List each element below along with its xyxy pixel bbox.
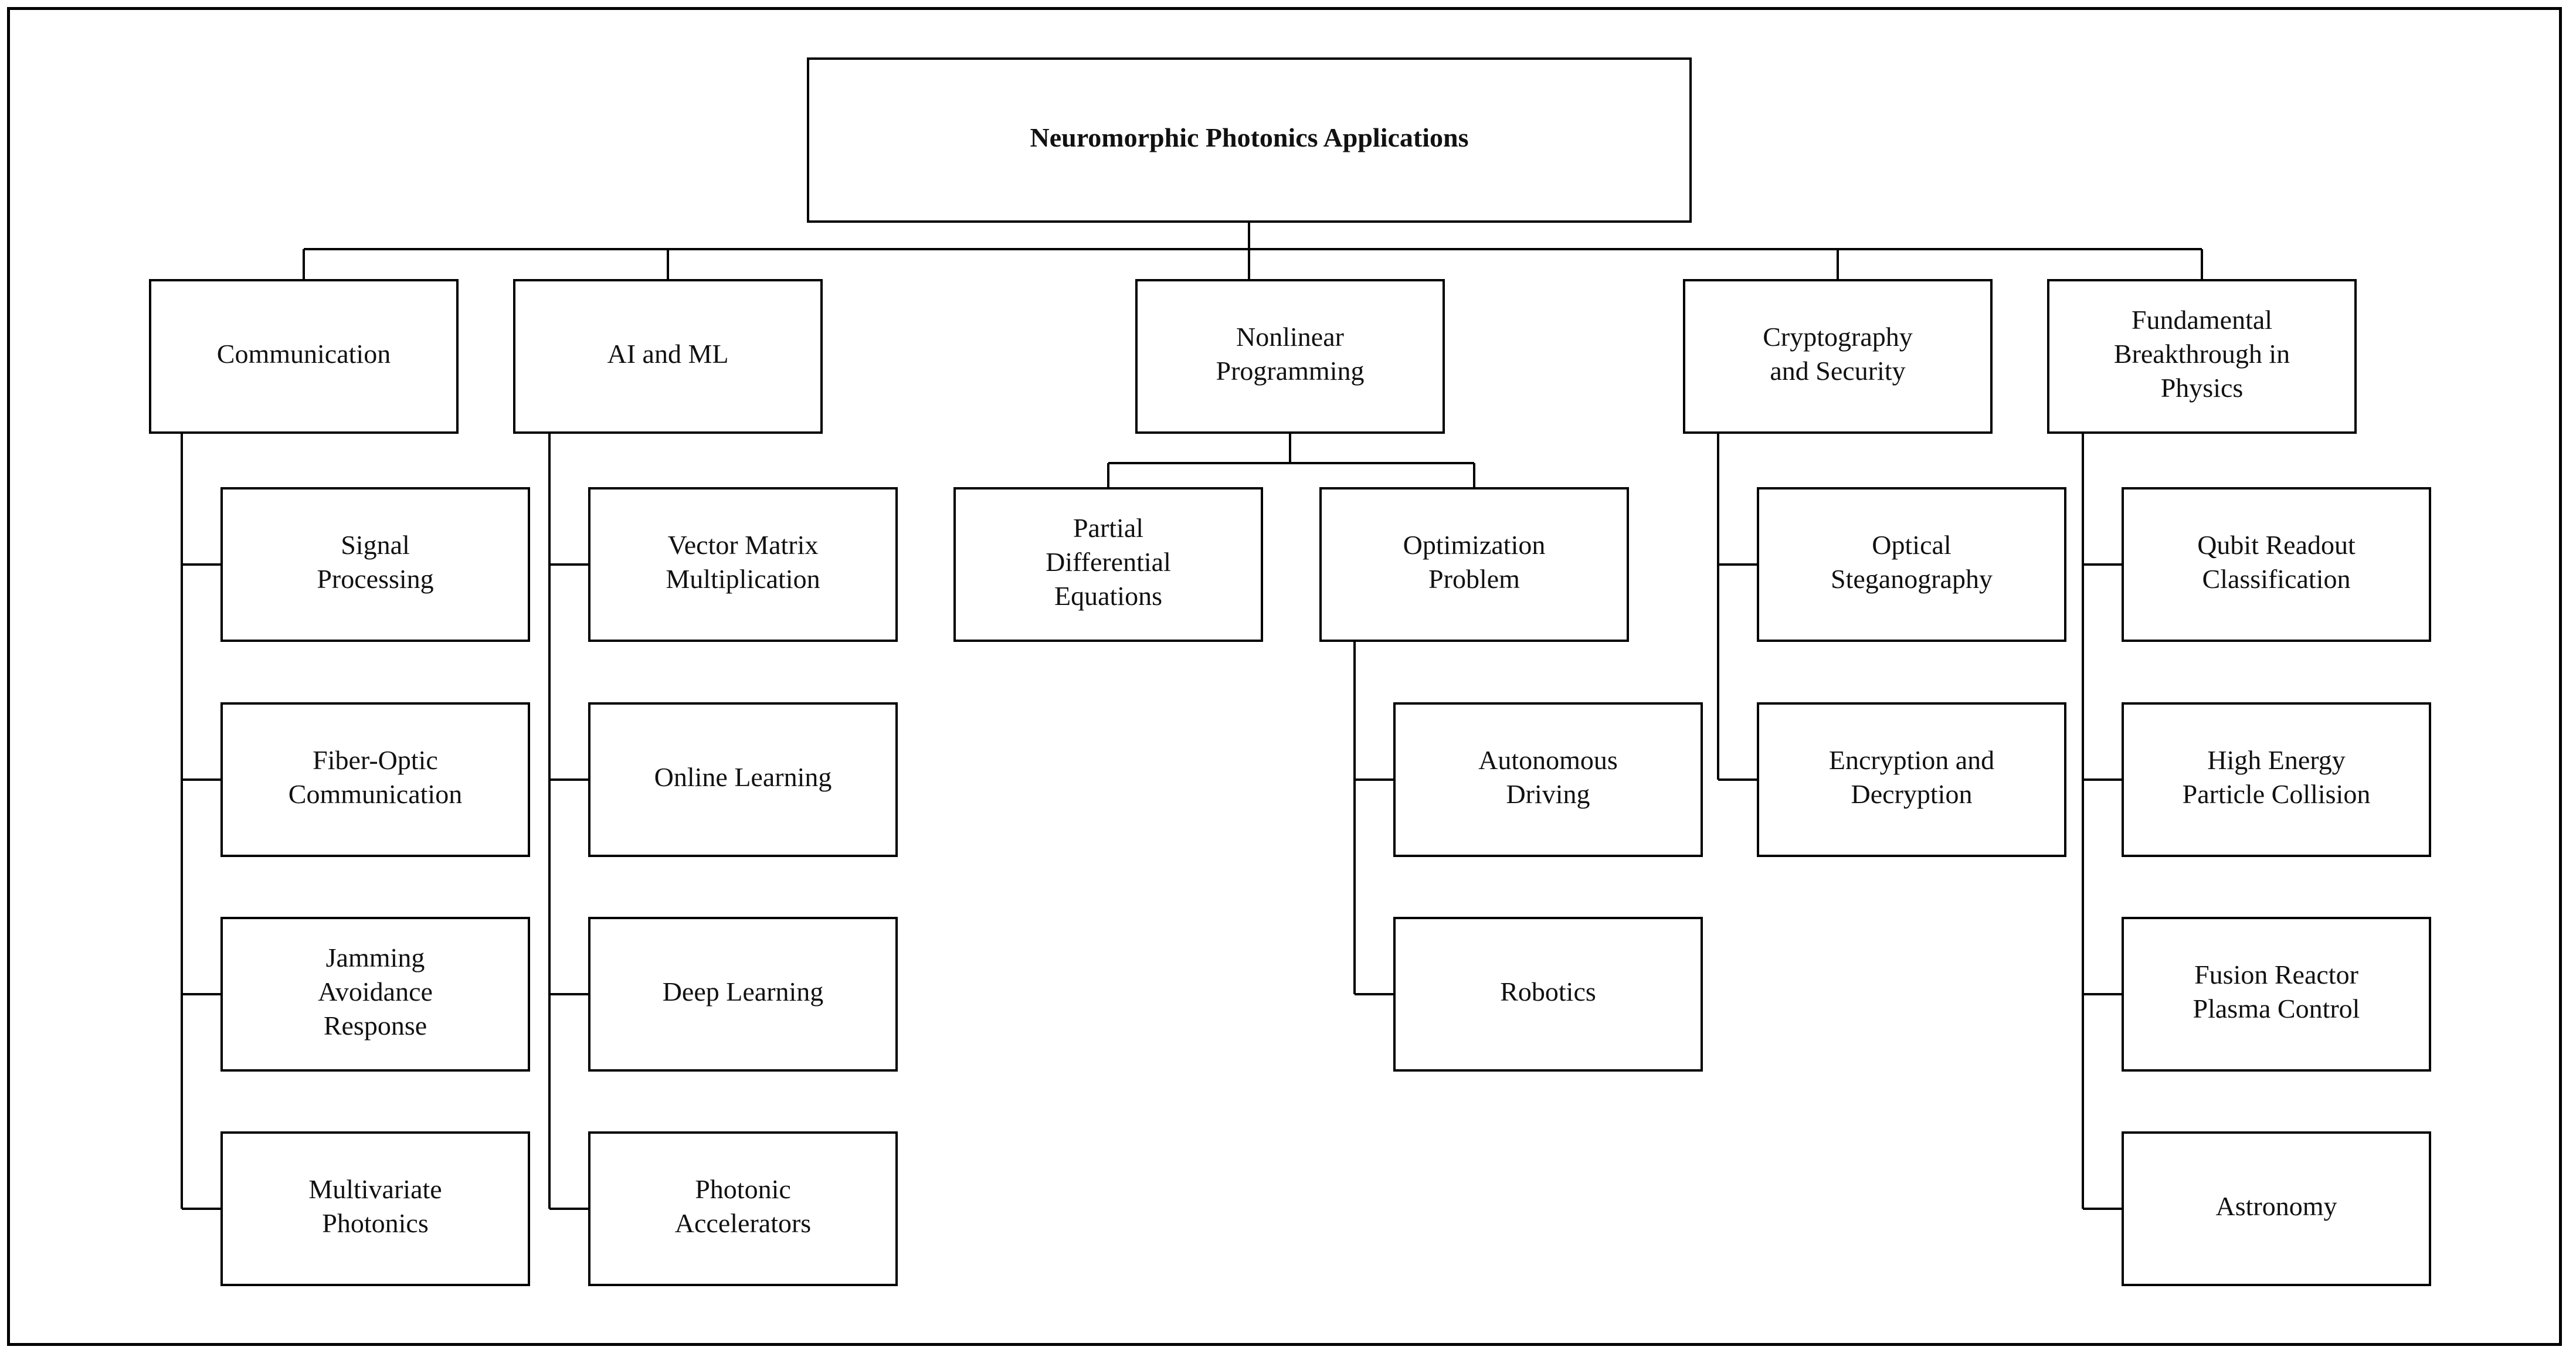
node-box-b1c0[interactable] (588, 487, 898, 642)
node-box-root[interactable] (807, 57, 1692, 223)
node-box-b1[interactable] (513, 279, 823, 434)
node-b0[interactable]: Communication (149, 279, 459, 434)
node-label-b0: Communication (217, 339, 391, 369)
node-box-b0c3[interactable] (220, 1131, 530, 1286)
node-b1[interactable]: AI and ML (513, 279, 823, 434)
node-label-b1: AI and ML (607, 339, 729, 369)
node-box-b3c1[interactable] (1757, 702, 2066, 857)
node-box-b2c1d1[interactable] (1393, 917, 1703, 1072)
node-root[interactable]: Neuromorphic Photonics Applications (807, 57, 1692, 223)
node-box-b4c0[interactable] (2122, 487, 2431, 642)
node-box-b4c2[interactable] (2122, 917, 2431, 1072)
node-box-b2[interactable] (1135, 279, 1445, 434)
node-label-b1c1: Online Learning (654, 762, 832, 792)
connector-layer (181, 222, 2203, 1210)
diagram-frame-border (7, 7, 2562, 1346)
node-label-b2c1d1: Robotics (1500, 977, 1596, 1007)
node-box-b2c0[interactable] (953, 487, 1263, 642)
node-box-b0c2[interactable] (220, 917, 530, 1072)
node-box-b4c1[interactable] (2122, 702, 2431, 857)
node-box-b0c0[interactable] (220, 487, 530, 642)
node-box-b4[interactable] (2047, 279, 2357, 434)
node-label-b1c2: Deep Learning (663, 977, 824, 1007)
node-box-b1c1[interactable] (588, 702, 898, 857)
node-box-b2c1d0[interactable] (1393, 702, 1703, 857)
node-label-root: Neuromorphic Photonics Applications (1030, 123, 1469, 152)
node-box-b2c1[interactable] (1319, 487, 1629, 642)
node-b2c1d1[interactable]: Robotics (1393, 917, 1703, 1072)
node-box-b1c2[interactable] (588, 917, 898, 1072)
node-b1c1[interactable]: Online Learning (588, 702, 898, 857)
node-label-b4c3: Astronomy (2216, 1191, 2337, 1221)
node-b1c2[interactable]: Deep Learning (588, 917, 898, 1072)
node-box-b3c0[interactable] (1757, 487, 2066, 642)
node-box-b3[interactable] (1683, 279, 1993, 434)
node-box-b4c3[interactable] (2122, 1131, 2431, 1286)
node-box-b0c1[interactable] (220, 702, 530, 857)
node-b4c3[interactable]: Astronomy (2122, 1131, 2431, 1286)
node-box-b1c3[interactable] (588, 1131, 898, 1286)
node-box-b0[interactable] (149, 279, 459, 434)
node-layer: Neuromorphic Photonics ApplicationsCommu… (149, 57, 2431, 1286)
